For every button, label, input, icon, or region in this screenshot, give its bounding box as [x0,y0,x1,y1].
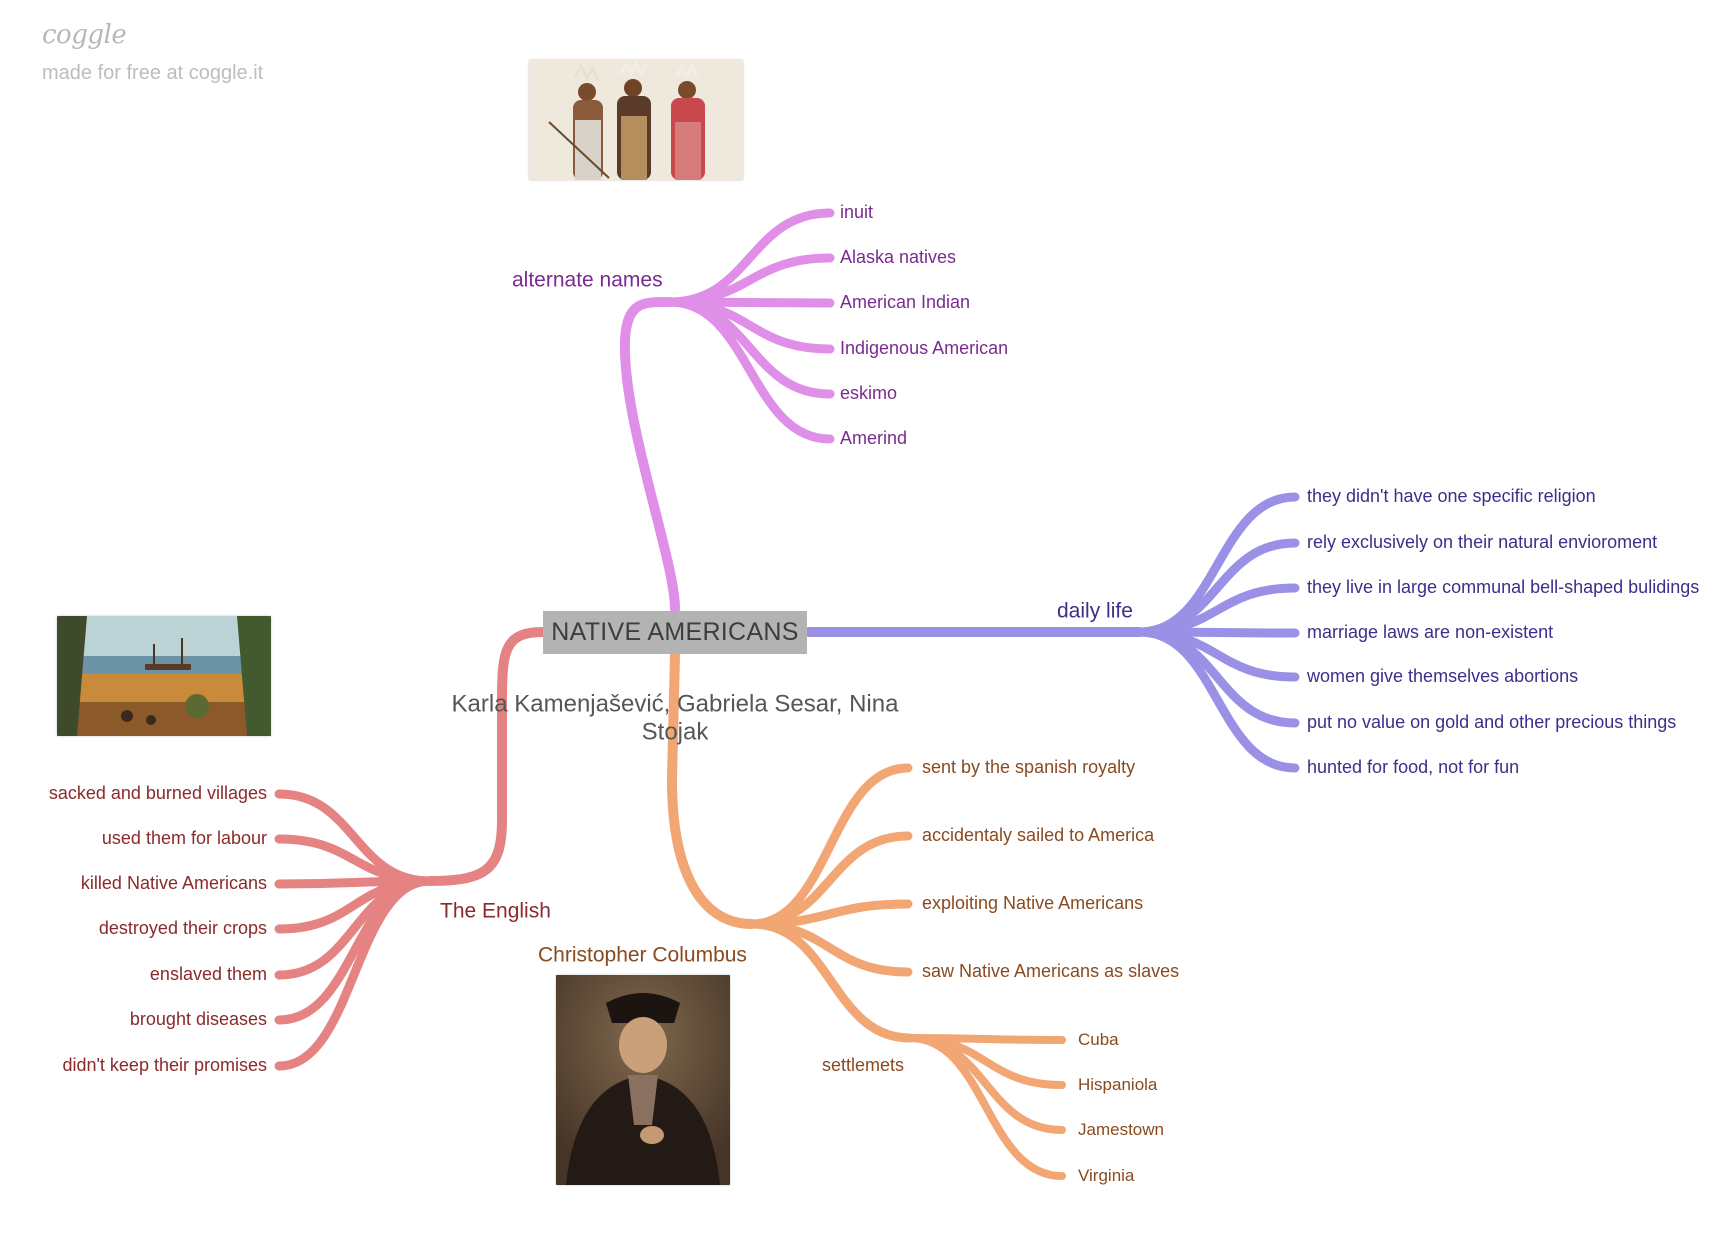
leaf-alt-indigenous-american[interactable]: Indigenous American [840,338,1009,359]
leaf-daily-marriage[interactable]: marriage laws are non-existent [1307,622,1554,643]
leaf-english-labour[interactable]: used them for labour [101,828,267,849]
link-columbus-settlements [747,919,915,1043]
native-chiefs-image[interactable] [529,60,743,180]
leaf-daily-buildings[interactable]: they live in large communal bell-shaped … [1307,577,1700,598]
leaf-daily-hunting[interactable]: hunted for food, not for fun [1307,757,1520,778]
coggle-logo: coggle [42,20,127,50]
root-node[interactable]: NATIVE AMERICANS [543,611,807,654]
leaf-alt-eskimo[interactable]: eskimo [840,383,898,404]
leaf-english-promises[interactable]: didn't keep their promises [62,1055,267,1076]
leaf-columbus-royalty[interactable]: sent by the spanish royalty [922,757,1136,778]
leaf-alt-amerind[interactable]: Amerind [840,428,908,449]
leaf-daily-abortions[interactable]: women give themselves abortions [1307,666,1579,687]
link-alt-leaf-5 [665,297,835,444]
branch-settlements[interactable]: settlemets [822,1055,905,1076]
leaf-english-enslaved[interactable]: enslaved them [149,964,267,985]
link-english-leaf-6 [274,876,435,1071]
link-root-english [425,627,548,886]
columbus-portrait-image[interactable] [556,975,730,1185]
coggle-tagline: made for free at coggle.it [42,62,264,84]
branch-alternate-names[interactable]: alternate names [512,268,663,292]
link-daily-leaf-6 [1135,627,1300,773]
link-root-alternate-names [619,296,680,614]
leaf-alt-american-indian[interactable]: American Indian [840,292,971,313]
leaf-daily-religion[interactable]: they didn't have one specific religion [1307,486,1596,507]
leaf-settlement-hispaniola[interactable]: Hispaniola [1078,1074,1158,1094]
leaf-english-diseases[interactable]: brought diseases [129,1009,267,1030]
leaf-columbus-slaves[interactable]: saw Native Americans as slaves [922,961,1180,982]
leaf-daily-environment[interactable]: rely exclusively on their natural envior… [1307,532,1658,553]
authors-caption: Karla Kamenjašević, Gabriela Sesar, Nina… [451,690,899,745]
branch-the-english[interactable]: The English [440,899,551,923]
leaf-english-crops[interactable]: destroyed their crops [98,918,267,939]
branch-daily-life[interactable]: daily life [1057,599,1133,623]
leaf-alt-alaska-natives[interactable]: Alaska natives [840,247,957,268]
branch-christopher-columbus[interactable]: Christopher Columbus [538,943,747,967]
leaf-settlement-cuba[interactable]: Cuba [1078,1029,1119,1049]
leaf-settlement-jamestown[interactable]: Jamestown [1078,1119,1164,1139]
link-root-columbus [666,649,757,929]
leaf-english-killed[interactable]: killed Native Americans [80,873,267,894]
leaf-alt-inuit[interactable]: inuit [840,202,874,223]
root-title: NATIVE AMERICANS [551,618,799,646]
leaf-columbus-exploiting[interactable]: exploiting Native Americans [922,893,1144,914]
coggle-watermark: coggle made for free at coggle.it [42,20,263,85]
leaf-daily-gold[interactable]: put no value on gold and other precious … [1307,712,1677,733]
link-settlement-leaf-3 [906,1034,1066,1180]
leaf-columbus-sailed[interactable]: accidentaly sailed to America [922,825,1155,846]
leaf-settlement-virginia[interactable]: Virginia [1078,1165,1135,1185]
leaf-english-villages[interactable]: sacked and burned villages [48,783,267,804]
colonial-settlement-image[interactable] [57,616,271,736]
